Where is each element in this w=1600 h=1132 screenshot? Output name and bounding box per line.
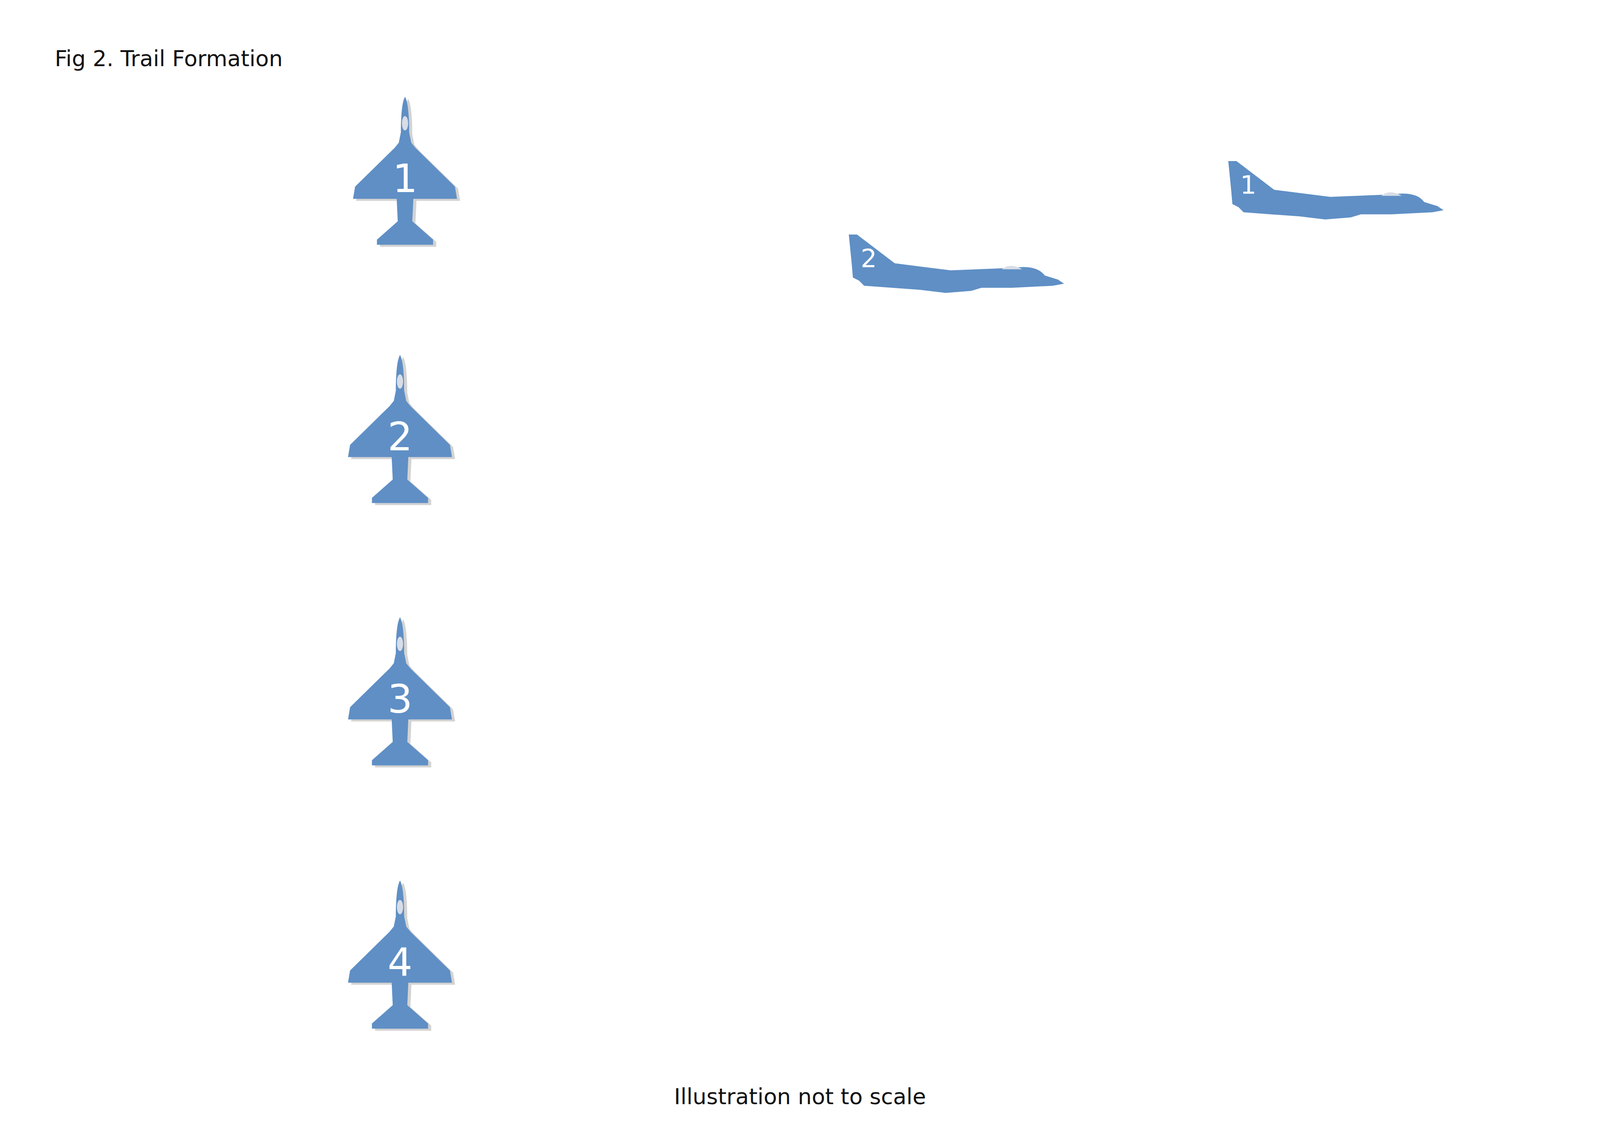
aircraft-number: 4 [387, 942, 413, 982]
aircraft-number: 3 [387, 679, 413, 719]
aircraft-number: 1 [1240, 171, 1257, 198]
aircraft-top-view: 4 [348, 880, 452, 1031]
aircraft-top-view: 1 [353, 96, 458, 247]
figure-caption: Illustration not to scale [674, 1083, 926, 1109]
aircraft-number: 2 [860, 245, 878, 271]
aircraft-side-view: 1 [1228, 161, 1444, 228]
aircraft-top-view: 3 [348, 617, 452, 768]
aircraft-silhouette [1228, 161, 1444, 228]
aircraft-silhouette [848, 234, 1065, 302]
aircraft-number: 2 [387, 416, 413, 457]
aircraft-number: 1 [392, 158, 418, 198]
figure-title: Fig 2. Trail Formation [54, 45, 283, 72]
aircraft-side-view: 2 [848, 234, 1065, 302]
aircraft-top-view: 2 [348, 354, 452, 505]
